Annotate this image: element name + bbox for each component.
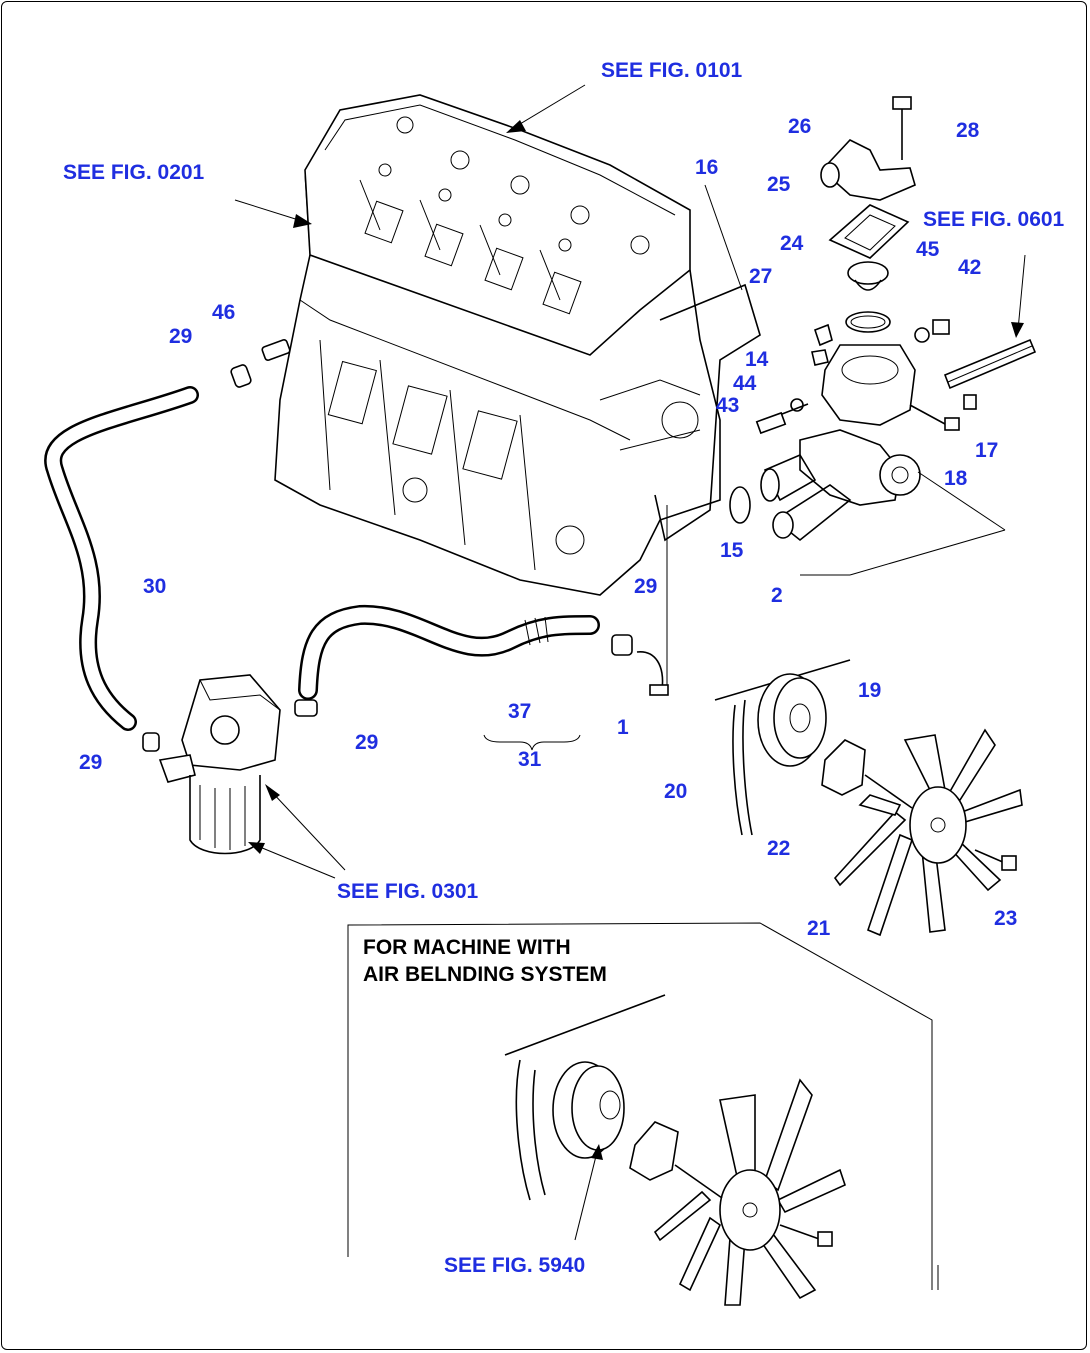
callout-part-24: 24 (780, 232, 804, 255)
hose-filter-drawing (44, 84, 1026, 879)
thermostat-pump-drawing (666, 96, 1037, 690)
callout-part-28: 28 (956, 119, 980, 142)
callout-part-37: 37 (508, 700, 532, 723)
callout-part-29-lower-left: 29 (79, 751, 103, 774)
callout-part-29-mid: 29 (355, 731, 379, 754)
callout-part-17: 17 (975, 439, 999, 462)
callout-part-46: 46 (212, 301, 236, 324)
callout-part-43: 43 (716, 394, 740, 417)
callout-part-42: 42 (958, 256, 982, 279)
see-fig-0601-label[interactable]: SEE FIG. 0601 (923, 208, 1065, 231)
callout-part-30: 30 (143, 575, 167, 598)
callout-part-2: 2 (771, 584, 783, 607)
callout-part-16: 16 (695, 156, 719, 179)
see-fig-0101-label[interactable]: SEE FIG. 0101 (601, 59, 743, 82)
inset-note-line-1: FOR MACHINE WITH (363, 936, 571, 959)
callout-part-27: 27 (749, 265, 773, 288)
callout-part-22: 22 (767, 837, 791, 860)
callout-part-15: 15 (720, 539, 744, 562)
callout-part-31: 31 (518, 748, 542, 771)
inset-note: FOR MACHINE WITH AIR BELNDING SYSTEM (363, 934, 607, 989)
callout-part-21: 21 (807, 917, 831, 940)
inset-drawing (347, 922, 939, 1306)
see-fig-0301-label[interactable]: SEE FIG. 0301 (337, 880, 479, 903)
callout-part-19: 19 (858, 679, 882, 702)
callout-part-26: 26 (788, 115, 812, 138)
callout-part-23: 23 (994, 907, 1018, 930)
callout-part-45: 45 (916, 238, 940, 261)
callout-part-1: 1 (617, 716, 629, 739)
callout-part-44: 44 (733, 372, 757, 395)
callout-part-20: 20 (664, 780, 688, 803)
engine-block-drawing (274, 94, 761, 596)
see-fig-5940-label[interactable]: SEE FIG. 5940 (444, 1254, 586, 1277)
fan-assembly-drawing (714, 659, 1023, 937)
callout-part-29-upper: 29 (169, 325, 193, 348)
see-fig-0201-label[interactable]: SEE FIG. 0201 (63, 161, 205, 184)
inset-note-line-2: AIR BELNDING SYSTEM (363, 963, 607, 987)
callout-part-18: 18 (944, 467, 968, 490)
callout-part-29-right: 29 (634, 575, 658, 598)
callout-part-14: 14 (745, 348, 769, 371)
callout-part-25: 25 (767, 173, 791, 196)
